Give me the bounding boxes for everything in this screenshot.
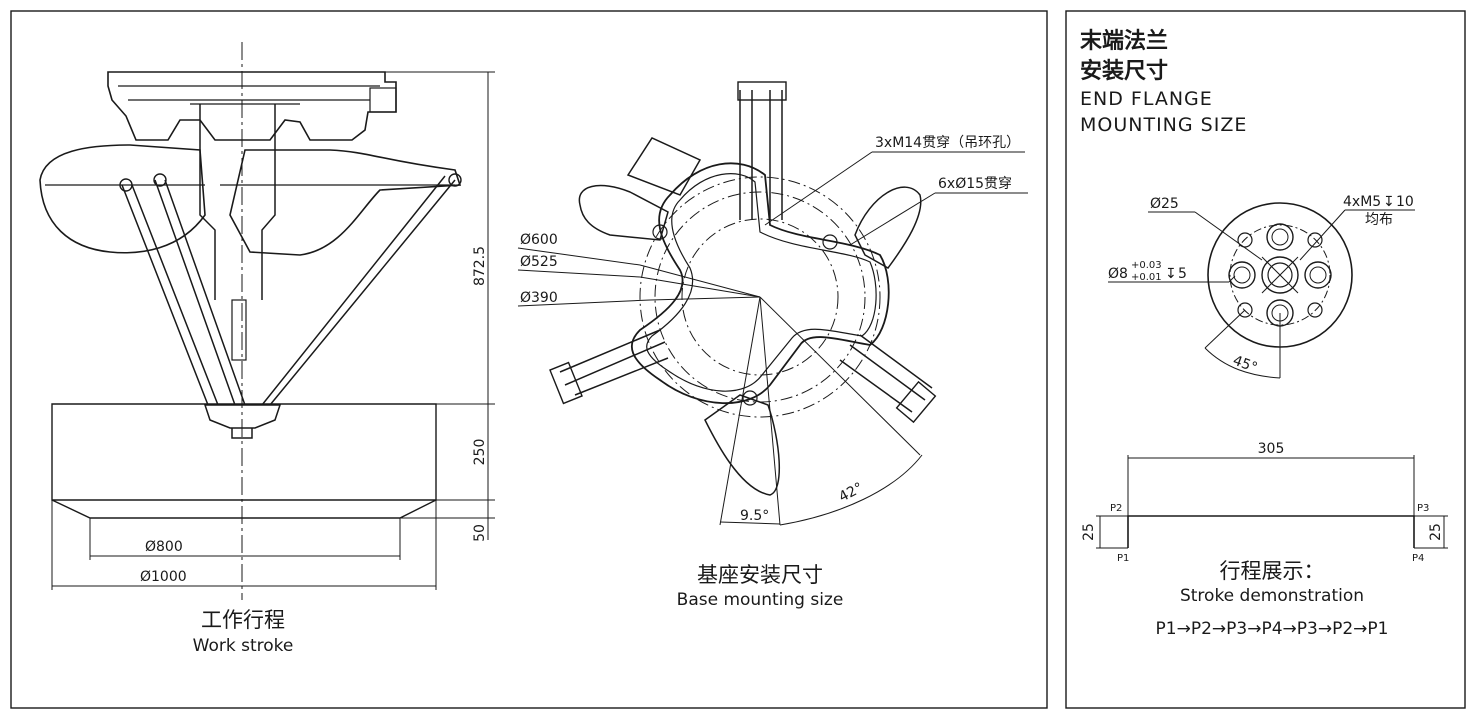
flange-holes-note: 均布 xyxy=(1365,212,1393,228)
work-stroke-caption-cn: 工作行程 xyxy=(201,608,285,632)
stroke-point-p3: P3 xyxy=(1417,503,1429,514)
dim-diameter-600: Ø600 xyxy=(520,232,558,248)
robot-base-frame xyxy=(107,71,397,141)
flange-pin-depth: 5 xyxy=(1178,266,1187,282)
robot-right-arm-housing xyxy=(229,149,462,256)
base-mounting-drawing xyxy=(517,81,1028,526)
work-stroke-caption-en: Work stroke xyxy=(193,636,294,656)
dim-stroke-250: 250 xyxy=(472,439,488,466)
end-flange-drawing xyxy=(1108,202,1415,379)
base-plate-outline xyxy=(630,162,890,405)
robot-left-arm-housing xyxy=(39,144,206,254)
work-stroke-drawing xyxy=(39,42,495,600)
flange-holes-label: 4xM5 xyxy=(1343,194,1381,210)
dim-diameter-800: Ø800 xyxy=(145,539,183,555)
flange-title-cn-2: 安装尺寸 xyxy=(1080,58,1168,84)
base-circle-390 xyxy=(681,218,839,376)
angle-42-deg: 42° xyxy=(836,480,865,506)
dim-diameter-1000: Ø1000 xyxy=(140,569,187,585)
flange-pin-dia: Ø8 xyxy=(1108,266,1128,282)
base-mounting-caption-en: Base mounting size xyxy=(677,590,844,610)
dim-bottom-50: 50 xyxy=(472,524,488,542)
dim-height-872-5: 872.5 xyxy=(472,246,488,286)
flange-holes-depth: 10 xyxy=(1396,194,1414,210)
robot-end-effector xyxy=(203,404,282,439)
note-3xm14-holes: 3xM14贯穿（吊环孔） xyxy=(875,135,1020,151)
stroke-point-p4: P4 xyxy=(1412,553,1424,564)
main-panel-frame xyxy=(10,10,1048,709)
flange-depth-symbol-b: ↧ xyxy=(1165,266,1177,282)
stroke-point-p2: P2 xyxy=(1110,503,1122,514)
flange-title-cn-1: 末端法兰 xyxy=(1080,28,1168,54)
work-envelope-outline xyxy=(51,403,437,519)
dim-diameter-390: Ø390 xyxy=(520,290,558,306)
stroke-demo-caption-en: Stroke demonstration xyxy=(1180,586,1364,606)
robot-parallel-rods xyxy=(121,175,456,406)
stroke-path xyxy=(1127,515,1415,548)
angle-9-5-deg: 9.5° xyxy=(740,508,769,524)
flange-panel-frame xyxy=(1065,10,1466,709)
flange-depth-symbol-a: ↧ xyxy=(1383,194,1395,210)
stroke-demo-caption-cn: 行程展示： xyxy=(1220,559,1325,583)
stroke-height-right: 25 xyxy=(1428,523,1444,541)
flange-dim-d25: Ø25 xyxy=(1150,196,1179,212)
note-6x-d15-holes: 6xØ15贯穿 xyxy=(938,176,1012,192)
dim-diameter-525: Ø525 xyxy=(520,254,558,270)
flange-pin-tol-up: +0.03 xyxy=(1131,260,1162,271)
stroke-width-305: 305 xyxy=(1258,441,1285,457)
flange-pin-tol-lo: +0.01 xyxy=(1131,272,1162,283)
stroke-demo-drawing xyxy=(1096,455,1448,549)
stroke-point-p1: P1 xyxy=(1117,553,1129,564)
base-circle-600 xyxy=(639,176,881,418)
base-mounting-caption-cn: 基座安装尺寸 xyxy=(697,563,823,587)
stroke-height-left: 25 xyxy=(1081,523,1097,541)
flange-title-en-1: END FLANGE xyxy=(1080,88,1213,110)
flange-angle-45: 45° xyxy=(1231,353,1260,377)
stroke-demo-sequence: P1→P2→P3→P4→P3→P2→P1 xyxy=(1156,619,1389,639)
flange-title-en-2: MOUNTING SIZE xyxy=(1080,114,1247,136)
